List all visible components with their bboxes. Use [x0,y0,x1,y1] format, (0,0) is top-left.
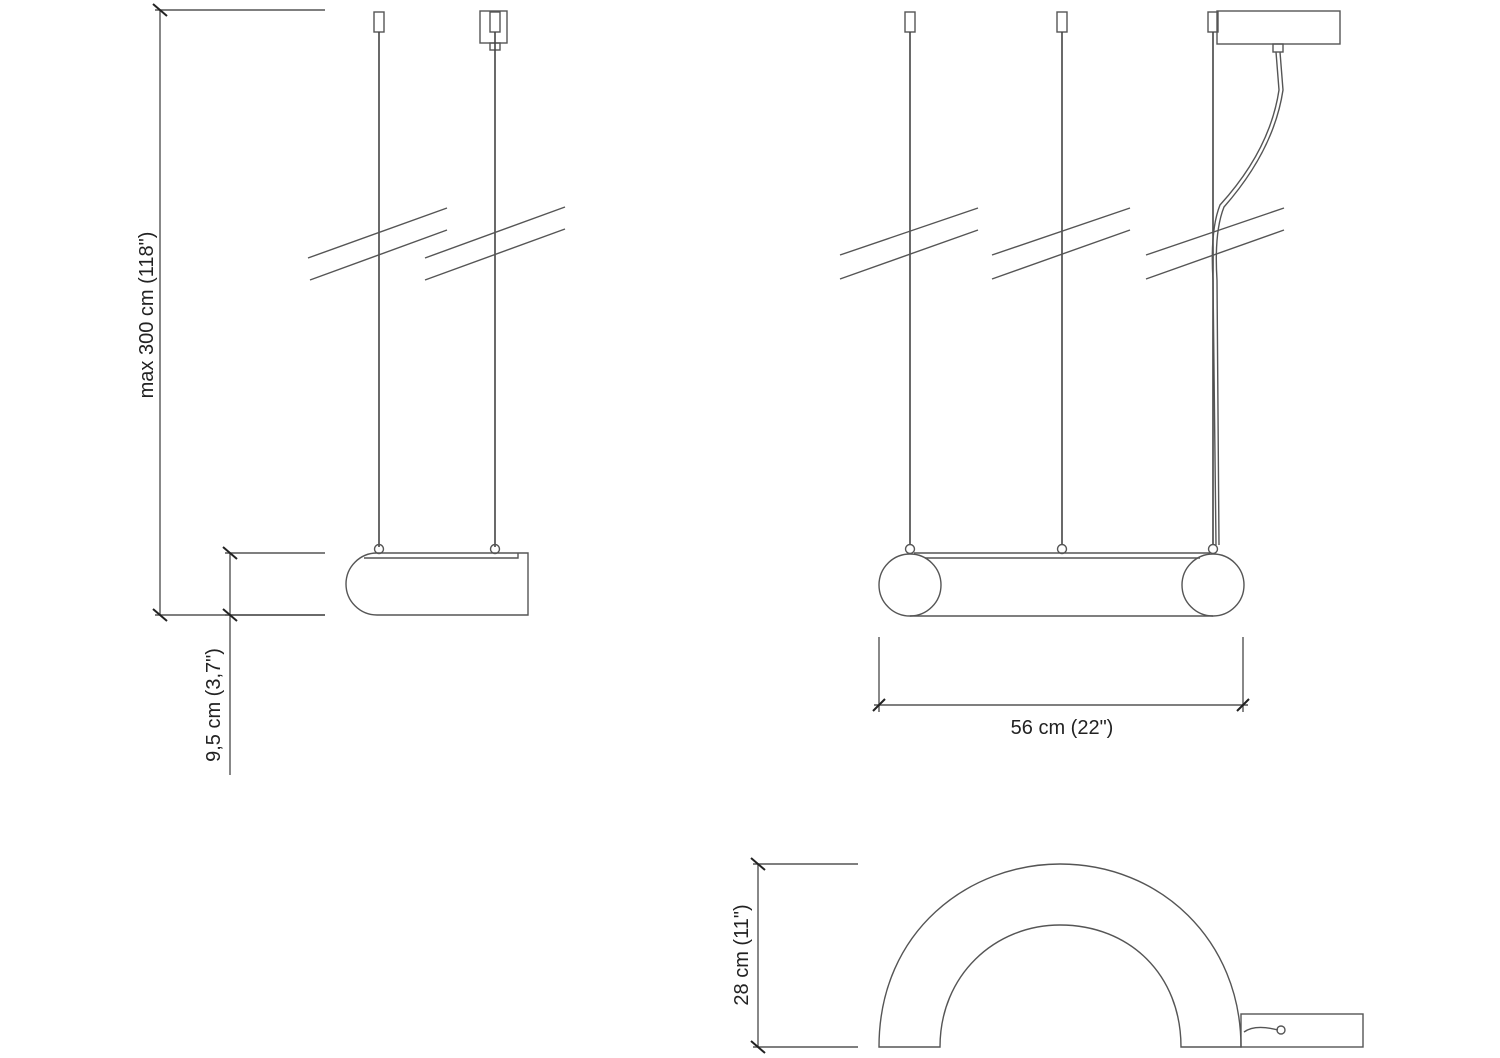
arch-height-label: 28 cm (11") [731,904,753,1005]
arch-height-dimension: 28 cm (11") [731,857,858,1054]
max-height-label: max 300 cm (118") [136,232,158,399]
body-height-dimension: 9,5 cm (3,7") [203,546,325,775]
body-height-label: 9,5 cm (3,7") [203,648,225,762]
front-view-lamp [839,10,1341,617]
length-dimension: 56 cm (22") [872,637,1250,739]
arch-view-lamp [878,863,1364,1048]
side-view-lamp [307,10,566,616]
max-height-dimension: max 300 cm (118") [136,3,325,622]
length-label: 56 cm (22") [1011,717,1114,739]
